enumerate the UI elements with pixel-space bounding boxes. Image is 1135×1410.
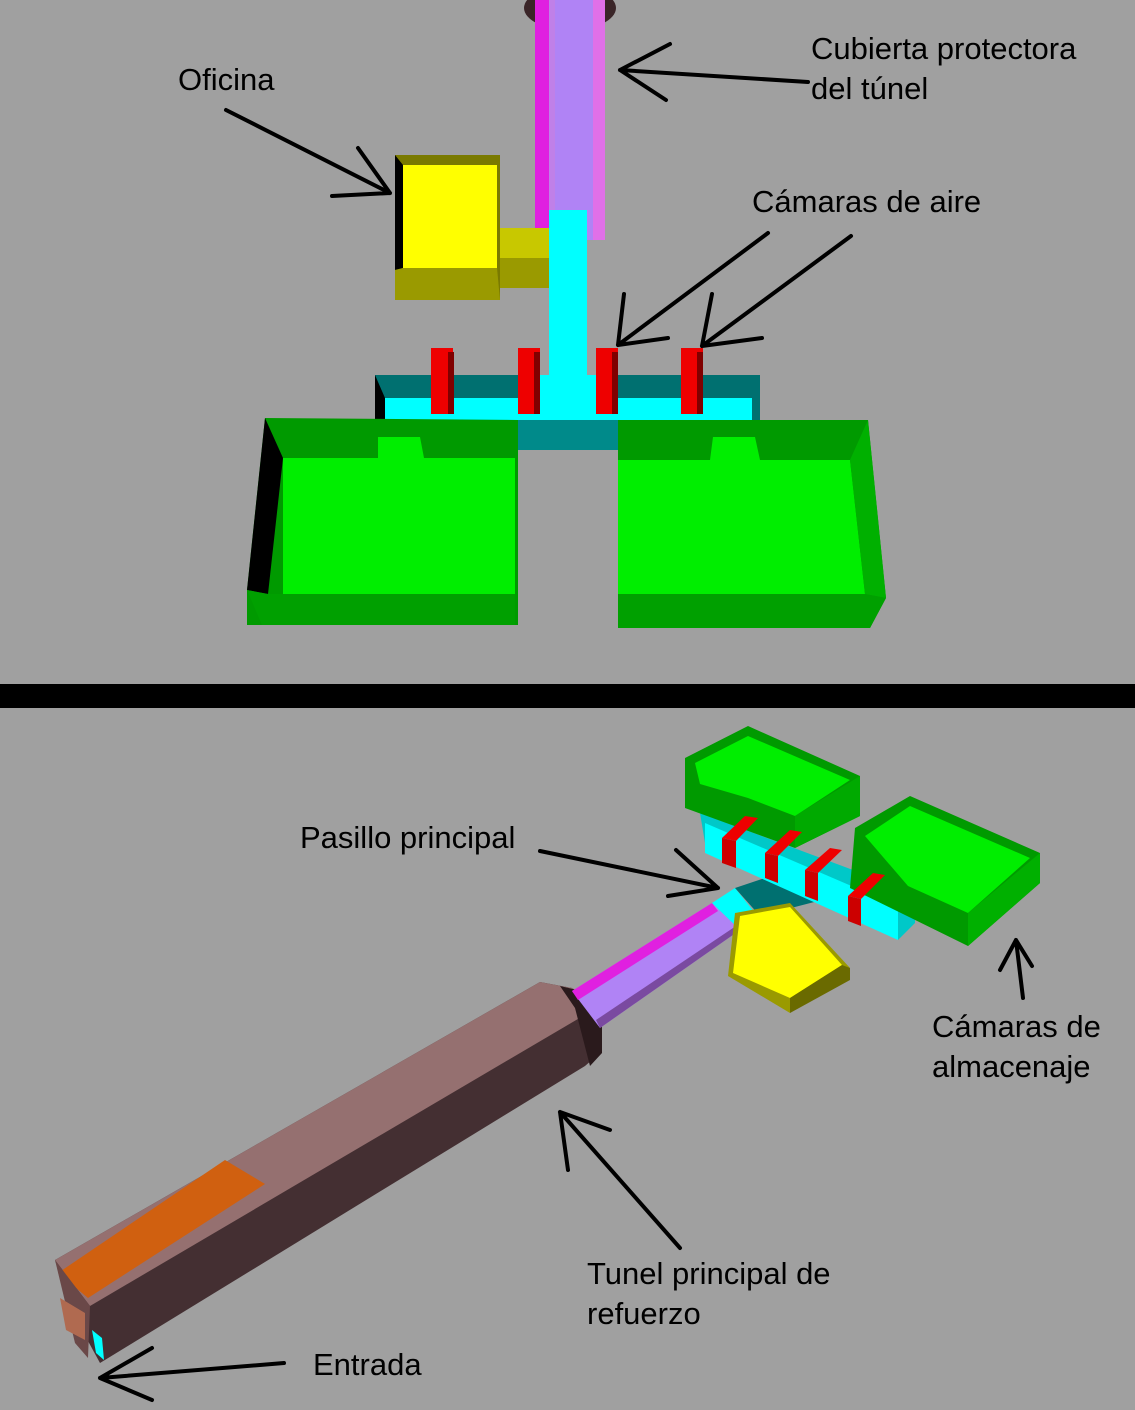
arrow-office — [224, 108, 392, 198]
arrow-main-corridor — [538, 848, 720, 898]
label-main-tunnel-line2: refuerzo — [587, 1296, 701, 1331]
office-connector — [495, 228, 549, 288]
storage-room-lower-3d — [850, 796, 1040, 946]
air-chamber-1 — [431, 348, 454, 414]
bottom-view-diagram — [55, 726, 1040, 1402]
label-air-chambers: Cámaras de aire — [752, 184, 982, 219]
storage-room-upper-3d — [685, 726, 860, 848]
arrow-air-chamber-1 — [616, 231, 770, 347]
tunnel-cover — [535, 0, 605, 240]
office-3d — [728, 903, 850, 1013]
arrow-entrance — [98, 1346, 286, 1402]
label-storage-line2: almacenaje — [932, 1049, 1091, 1084]
arrow-tunnel-cover — [618, 42, 810, 102]
top-view-arrows — [224, 42, 853, 348]
air-chamber-3 — [596, 348, 618, 414]
top-view-panel: Oficina Cubierta protectora del túnel Cá… — [0, 0, 1135, 684]
label-entrance: Entrada — [313, 1347, 422, 1382]
bottom-view-panel: Pasillo principal Cámaras de almacenaje … — [0, 708, 1135, 1410]
air-chamber-3d-2 — [765, 830, 802, 883]
air-chamber-2 — [518, 348, 540, 414]
storage-room-right — [618, 420, 886, 628]
top-view-diagram — [224, 0, 886, 628]
arrow-main-tunnel — [558, 1110, 682, 1250]
air-chamber-3d-4 — [848, 873, 885, 926]
tunnel-cover-3d — [572, 903, 740, 1028]
arrow-air-chamber-2 — [700, 234, 853, 348]
label-storage-line1: Cámaras de — [932, 1009, 1101, 1044]
air-chamber-3d-3 — [805, 848, 842, 901]
label-tunnel-cover-line1: Cubierta protectora — [811, 31, 1077, 66]
air-chamber-4 — [681, 348, 703, 414]
air-chambers-3d — [722, 816, 885, 926]
air-chamber-3d-1 — [722, 816, 758, 868]
office-box — [395, 155, 500, 300]
label-main-tunnel-line1: Tunel principal de — [587, 1256, 831, 1291]
bottom-view-arrows — [98, 848, 1034, 1402]
arrow-storage — [998, 938, 1034, 1000]
cross-corridor — [375, 375, 760, 450]
panel-divider — [0, 684, 1135, 708]
main-tunnel — [55, 982, 602, 1363]
label-main-corridor: Pasillo principal — [300, 820, 516, 855]
label-tunnel-cover-line2: del túnel — [811, 71, 929, 106]
label-office: Oficina — [178, 62, 275, 97]
air-chambers — [431, 348, 703, 414]
storage-room-left — [247, 418, 518, 625]
